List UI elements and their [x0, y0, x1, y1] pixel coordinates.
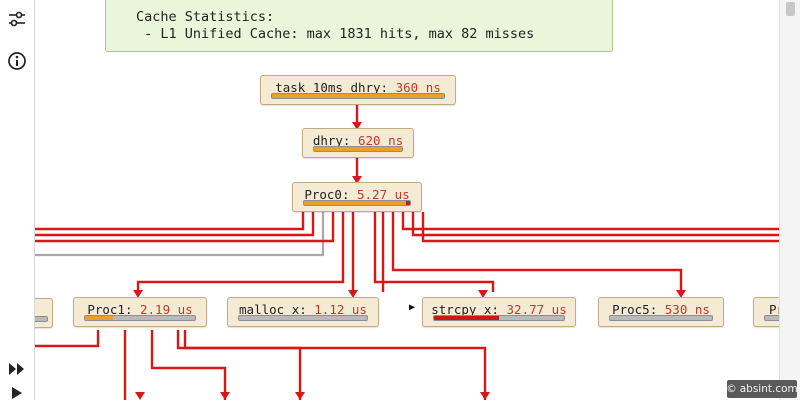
- edge-left-3: [35, 212, 335, 243]
- call-graph-canvas[interactable]: Cache Statistics: - L1 Unified Cache: ma…: [35, 0, 779, 400]
- node-bar: [433, 315, 565, 321]
- node-bar: [764, 315, 779, 321]
- arrow-proc5: [676, 290, 686, 298]
- edge-proc0-next: [391, 212, 683, 292]
- node-time: 620 ns: [358, 133, 404, 148]
- edge-right-3: [421, 212, 779, 243]
- arrow-proc0: [352, 176, 362, 184]
- edge-proc0-proc5: [373, 212, 495, 292]
- node-proc1[interactable]: Proc1: 2.19 us: [73, 297, 207, 327]
- node-bar: [303, 200, 411, 206]
- call-edges: [35, 104, 779, 400]
- node-name: strcpy_x:: [431, 302, 499, 317]
- node-name: dhry:: [312, 133, 351, 148]
- node-time: 360 ns: [395, 80, 441, 95]
- cache-stats-title: Cache Statistics:: [136, 9, 275, 25]
- node-bar: [238, 315, 368, 321]
- edge-proc1-c: [150, 330, 227, 400]
- node-malloc-x[interactable]: malloc_x: 1.12 us: [227, 297, 379, 327]
- node-proc0[interactable]: Proc0: 5.27 us: [292, 182, 422, 212]
- node-bar: [609, 315, 713, 321]
- node-name: Proc1:: [87, 302, 133, 317]
- node-strcpy-x[interactable]: strcpy_x: 32.77 us: [422, 297, 576, 327]
- node-bar: [271, 93, 445, 99]
- edge-proc1-d: [176, 330, 302, 400]
- edge-gray: [35, 212, 325, 257]
- scrollbar-thumb[interactable]: [786, 2, 795, 16]
- arrow-dhry: [352, 122, 362, 130]
- node-time: 32.77 us: [506, 302, 567, 317]
- edge-proc0-proc1: [136, 212, 345, 292]
- arrow-down-2: [220, 392, 230, 400]
- arrow-down-3: [295, 392, 305, 400]
- node-dhry[interactable]: dhry: 620 ns: [302, 128, 414, 158]
- node-bar: [313, 146, 403, 152]
- node-bar: [84, 315, 196, 321]
- arrow-proc1: [133, 290, 143, 298]
- node-task-10ms-dhry[interactable]: task_10ms_dhry: 360 ns: [260, 75, 456, 105]
- arrow-down-4: [480, 392, 490, 400]
- node-left-partial[interactable]: [35, 298, 53, 328]
- node-name: task_10ms_dhry:: [275, 80, 389, 95]
- node-time: 2.19 us: [140, 302, 193, 317]
- info-icon[interactable]: [6, 50, 28, 72]
- cache-stats-line: - L1 Unified Cache: max 1831 hits, max 8…: [136, 26, 535, 42]
- node-time: 530 ns: [664, 302, 710, 317]
- node-proc5[interactable]: Proc5: 530 ns: [598, 297, 724, 327]
- node-time: 1.12 us: [314, 302, 367, 317]
- edge-proc1-a: [35, 330, 100, 348]
- vertical-scrollbar[interactable]: [779, 0, 800, 400]
- node-time: 5.27 us: [357, 187, 410, 202]
- node-name: Proc5:: [612, 302, 658, 317]
- watermark: © absint.com: [726, 380, 798, 398]
- node-name: Proc0:: [304, 187, 350, 202]
- sliders-icon[interactable]: [6, 8, 28, 30]
- edge-right-1: [401, 212, 779, 231]
- expand-arrow-icon[interactable]: ▶: [409, 302, 416, 313]
- fast-forward-icon[interactable]: [6, 358, 28, 380]
- left-toolbar: [0, 0, 35, 400]
- edge-left-2: [35, 212, 315, 237]
- node-name: Pr: [769, 302, 779, 317]
- arrow-strcpy: [478, 290, 488, 298]
- edge-proc1-e: [183, 330, 487, 400]
- copyright-icon: ©: [726, 383, 737, 395]
- watermark-text: absint.com: [739, 383, 798, 395]
- arrow-malloc: [348, 290, 358, 298]
- edge-left-1: [35, 212, 305, 231]
- node-right-partial[interactable]: Pr: [753, 297, 779, 327]
- cache-statistics-panel: Cache Statistics: - L1 Unified Cache: ma…: [105, 0, 613, 52]
- edge-right-2: [411, 212, 779, 237]
- play-icon[interactable]: [6, 382, 28, 404]
- arrow-down-1: [135, 392, 145, 400]
- node-name: malloc_x:: [239, 302, 307, 317]
